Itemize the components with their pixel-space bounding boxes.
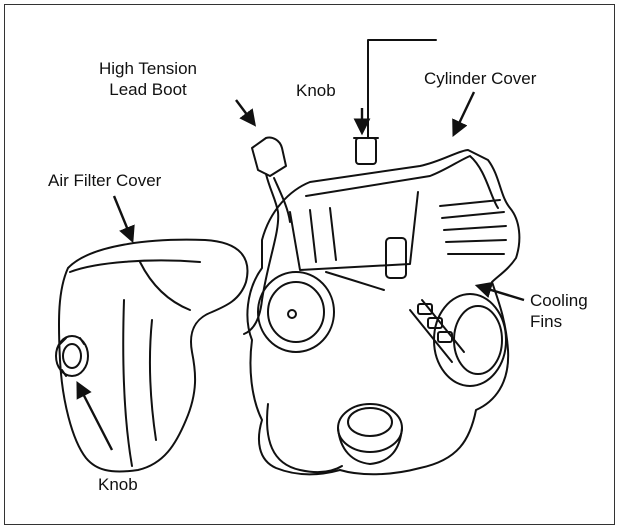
label-cooling-line1: Cooling bbox=[530, 291, 588, 310]
label-cooling-fins: Cooling Fins bbox=[530, 290, 588, 332]
arrow-lead-boot bbox=[235, 99, 257, 127]
lead-boot-part bbox=[243, 136, 291, 335]
label-high-tension-line1: High Tension bbox=[99, 59, 197, 78]
label-knob-top: Knob bbox=[296, 81, 336, 100]
arrow-cylinder-cover bbox=[452, 91, 476, 138]
label-air-filter-cover: Air Filter Cover bbox=[48, 171, 162, 190]
arrow-cooling-fins bbox=[474, 281, 525, 302]
label-high-tension-line2: Lead Boot bbox=[109, 80, 187, 99]
label-high-tension-lead-boot: High Tension Lead Boot bbox=[78, 58, 218, 100]
label-knob-bottom: Knob bbox=[98, 475, 138, 494]
label-cylinder-cover: Cylinder Cover bbox=[424, 69, 537, 88]
label-cooling-line2: Fins bbox=[530, 312, 563, 331]
air-filter-cover-part bbox=[57, 238, 249, 473]
air-filter-knob-part bbox=[55, 335, 89, 377]
arrow-knob-bottom bbox=[76, 381, 114, 451]
engine-part bbox=[246, 137, 521, 476]
arrow-air-filter bbox=[112, 195, 135, 244]
